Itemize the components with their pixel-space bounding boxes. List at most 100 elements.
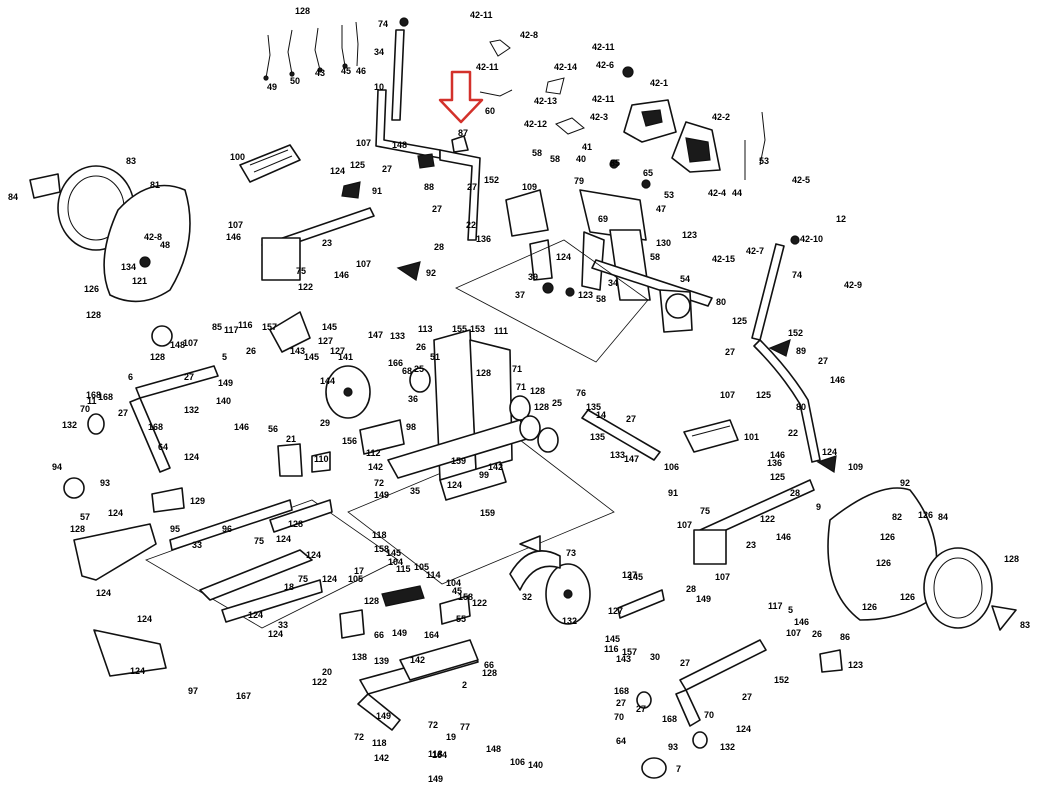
part-callout: 114: [426, 570, 441, 580]
part-callout: 25: [414, 364, 424, 374]
part-callout: 141: [338, 352, 353, 362]
part-callout: 42-8: [520, 30, 538, 40]
part-callout: 91: [668, 488, 678, 498]
part-callout: 42-1: [650, 78, 668, 88]
part-callout: 146: [234, 422, 249, 432]
part-callout: 133: [610, 450, 625, 460]
part-callout: 45: [341, 66, 351, 76]
part-callout: 82: [892, 512, 902, 522]
part-callout: 51: [430, 352, 440, 362]
part-callout: 27: [184, 372, 194, 382]
part-callout: 115: [396, 564, 411, 574]
part-callout: 123: [682, 230, 697, 240]
part-callout: 10: [374, 82, 384, 92]
part-callout: 121: [132, 276, 147, 286]
center-handle: [341, 135, 481, 281]
part-callout: 106: [510, 757, 525, 767]
part-callout: 164: [432, 750, 447, 760]
part-callout: 49: [267, 82, 277, 92]
part-callout: 72: [428, 720, 438, 730]
part-callout: 22: [788, 428, 798, 438]
part-callout: 149: [376, 711, 391, 721]
part-callout: 21: [286, 434, 296, 444]
part-callout: 75: [254, 536, 264, 546]
part-callout: 27: [725, 347, 735, 357]
part-callout: 127: [330, 346, 345, 356]
part-callout: 124: [330, 166, 345, 176]
left-pedal: [239, 144, 301, 183]
part-callout: 19: [446, 732, 456, 742]
part-callout: 132: [62, 420, 77, 430]
part-callout: 128: [534, 402, 549, 412]
part-callout: 95: [170, 524, 180, 534]
part-callout: 98: [406, 422, 416, 432]
part-callout: 145: [628, 572, 643, 582]
base-assembly: [339, 535, 541, 731]
part-callout: 28: [790, 488, 800, 498]
part-callout: 91: [372, 186, 382, 196]
part-callout: 23: [746, 540, 756, 550]
part-callout: 97: [188, 686, 198, 696]
part-callout: 159: [480, 508, 495, 518]
part-callout: 80: [796, 402, 806, 412]
part-callout: 66: [484, 660, 494, 670]
part-callout: 60: [485, 106, 495, 116]
part-callout: 42-11: [476, 62, 499, 72]
part-callout: 58: [532, 148, 542, 158]
part-callout: 42-11: [470, 10, 493, 20]
part-callout: 33: [278, 620, 288, 630]
cable-bundle: [263, 21, 359, 81]
part-callout: 107: [356, 138, 371, 148]
part-callout: 46: [356, 66, 366, 76]
part-callout: 45: [452, 586, 462, 596]
part-callout: 132: [184, 405, 199, 415]
part-callout: 74: [378, 19, 388, 29]
part-callout: 58: [550, 154, 560, 164]
part-callout: 147: [368, 330, 383, 340]
part-callout: 33: [192, 540, 202, 550]
part-callout: 125: [770, 472, 785, 482]
part-callout: 71: [512, 364, 522, 374]
part-callout: 81: [150, 180, 160, 190]
part-callout: 157: [622, 647, 637, 657]
part-callout: 56: [268, 424, 278, 434]
part-callout: 22: [466, 220, 476, 230]
part-callout: 124: [822, 447, 837, 457]
part-callout: 124: [736, 724, 751, 734]
part-callout: 135: [586, 402, 601, 412]
part-callout: 42-11: [592, 94, 615, 104]
part-callout: 140: [528, 760, 543, 770]
part-callout: 142: [368, 462, 383, 472]
part-callout: 149: [428, 774, 443, 784]
part-callout: 27: [118, 408, 128, 418]
part-callout: 128: [1004, 554, 1019, 564]
part-callout: 40: [576, 154, 586, 164]
part-callout: 122: [298, 282, 313, 292]
part-callout: 72: [354, 732, 364, 742]
flywheel: [509, 550, 591, 625]
part-callout: 149: [696, 594, 711, 604]
part-callout: 26: [812, 629, 822, 639]
right-lateral-arm: [581, 409, 837, 474]
part-callout: 93: [100, 478, 110, 488]
part-callout: 9: [816, 502, 821, 512]
part-callout: 143: [290, 346, 305, 356]
part-callout: 101: [744, 432, 759, 442]
part-callout: 5: [222, 352, 227, 362]
part-callout: 145: [322, 322, 337, 332]
part-callout: 107: [786, 628, 801, 638]
part-callout: 88: [424, 182, 434, 192]
part-callout: 128: [295, 6, 310, 16]
part-callout: 149: [374, 490, 389, 500]
part-callout: 128: [150, 352, 165, 362]
part-callout: 133: [390, 331, 405, 341]
part-callout: 149: [392, 628, 407, 638]
part-callout: 27: [616, 698, 626, 708]
part-callout: 158: [374, 544, 389, 554]
part-callout: 92: [900, 478, 910, 488]
right-side-cover: [827, 487, 1017, 631]
part-callout: 35: [410, 486, 420, 496]
part-callout: 125: [350, 160, 365, 170]
part-callout: 148: [170, 340, 185, 350]
part-callout: 71: [516, 382, 526, 392]
